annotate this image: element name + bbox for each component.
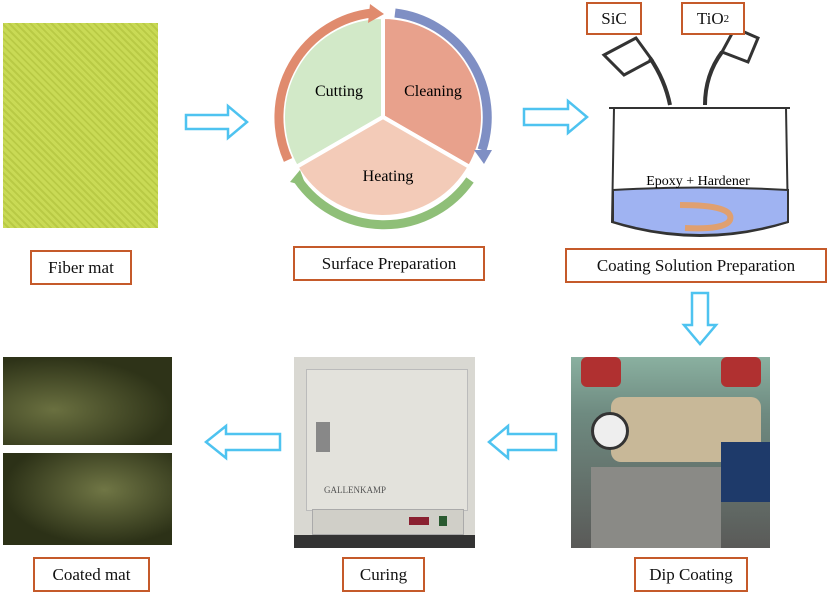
coated-mat-photo-top [3, 357, 172, 445]
arrow-right-icon [522, 98, 589, 136]
tio2-text: TiO [696, 8, 724, 28]
oven-brand: GALLENKAMP [324, 485, 386, 495]
curing-label: Curing [342, 557, 425, 592]
surface-preparation-label: Surface Preparation [293, 246, 485, 281]
fiber-mat-label: Fiber mat [30, 250, 132, 285]
surface-prep-cycle [281, 14, 485, 219]
arrow-down-icon [681, 291, 719, 346]
arrow-right-icon [184, 103, 249, 141]
pitcher-left-icon [601, 36, 655, 77]
coated-mat-label: Coated mat [33, 557, 150, 592]
pitcher-right-icon [719, 26, 760, 64]
fiber-mat-photo [3, 23, 158, 228]
oven-photo: GALLENKAMP [294, 357, 475, 548]
coated-mat-photo-bottom [3, 453, 172, 545]
arrow-left-icon [487, 423, 558, 461]
arrow-left-icon [203, 423, 282, 461]
dip-coating-photo [571, 357, 770, 548]
sic-label: SiC [586, 2, 642, 35]
heating-label: Heating [363, 168, 414, 185]
cutting-label: Cutting [315, 83, 363, 100]
mixture-label: Epoxy + Hardener [646, 174, 750, 189]
tio2-subscript: 2 [723, 12, 730, 25]
cleaning-label: Cleaning [404, 83, 462, 100]
sic-text: SiC [601, 8, 627, 28]
dip-coating-label: Dip Coating [634, 557, 748, 592]
coating-solution-label: Coating Solution Preparation [565, 248, 827, 283]
heating-sector [293, 114, 473, 219]
